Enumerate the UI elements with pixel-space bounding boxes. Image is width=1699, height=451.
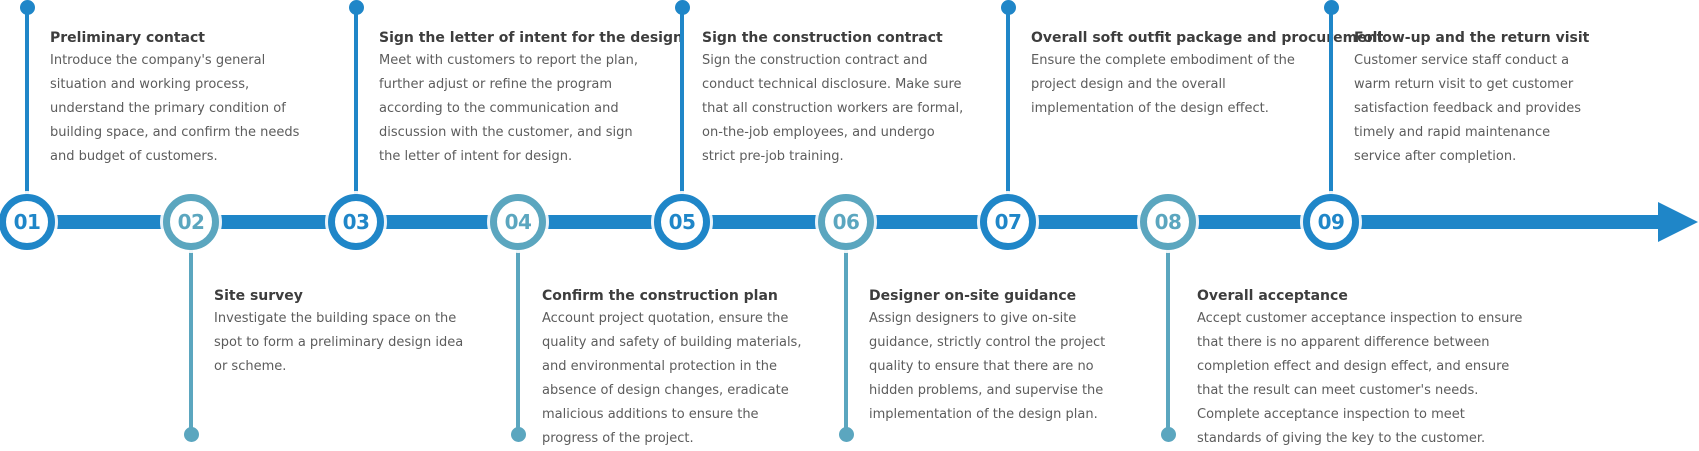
step-number: 04	[504, 210, 532, 234]
step-08-dot-icon	[1160, 427, 1176, 442]
step-01-dot-icon	[19, 0, 35, 15]
step-description: Customer service staff conduct a warm re…	[1354, 53, 1581, 164]
step-description: Accept customer acceptance inspection to…	[1197, 311, 1523, 446]
step-04-node: 04	[490, 194, 546, 250]
step-title: Site survey	[214, 288, 303, 304]
step-02-connector	[189, 244, 193, 434]
step-09-dot-icon	[1323, 0, 1339, 15]
step-09-connector	[1329, 8, 1333, 200]
step-08-connector	[1166, 244, 1170, 434]
step-07-card: Overall soft outfit package and procurem…	[1031, 27, 1384, 121]
step-08-node: 08	[1140, 194, 1196, 250]
step-07-connector	[1006, 8, 1010, 200]
step-description: Investigate the building space on the sp…	[214, 311, 464, 374]
step-description: Account project quotation, ensure the qu…	[542, 311, 802, 446]
step-03-connector	[354, 8, 358, 200]
step-number: 08	[1154, 210, 1182, 234]
step-02-dot-icon	[183, 427, 199, 442]
step-05-node: 05	[654, 194, 710, 250]
step-06-connector	[844, 244, 848, 434]
step-09-node: 09	[1303, 194, 1359, 250]
step-01-node: 01	[0, 194, 55, 250]
step-number: 02	[177, 210, 205, 234]
step-number: 07	[994, 210, 1022, 234]
step-04-dot-icon	[510, 427, 526, 442]
step-01-connector	[25, 8, 29, 200]
step-02-node: 02	[163, 194, 219, 250]
step-description: Assign designers to give on-site guidanc…	[869, 311, 1106, 422]
step-number: 09	[1317, 210, 1345, 234]
step-06-node: 06	[818, 194, 874, 250]
step-description: Ensure the complete embodiment of the pr…	[1031, 53, 1295, 116]
step-title: Follow-up and the return visit	[1354, 30, 1590, 46]
step-description: Sign the construction contract and condu…	[702, 53, 964, 164]
step-description: Meet with customers to report the plan, …	[379, 53, 638, 164]
step-title: Confirm the construction plan	[542, 288, 778, 304]
step-05-dot-icon	[674, 0, 690, 15]
step-04-connector	[516, 244, 520, 434]
step-number: 03	[342, 210, 370, 234]
step-07-node: 07	[980, 194, 1036, 250]
step-description: Introduce the company's general situatio…	[50, 53, 300, 164]
timeline-arrow-icon	[1658, 202, 1698, 242]
step-title: Designer on-site guidance	[869, 288, 1077, 304]
step-03-card: Sign the letter of intent for the design…	[379, 27, 683, 169]
step-title: Sign the construction contract	[702, 30, 943, 46]
step-03-dot-icon	[348, 0, 364, 15]
step-title: Overall acceptance	[1197, 288, 1348, 304]
step-title: Overall soft outfit package and procurem…	[1031, 30, 1384, 46]
step-title: Preliminary contact	[50, 30, 205, 46]
step-number: 05	[668, 210, 696, 234]
step-07-dot-icon	[1000, 0, 1016, 15]
step-03-node: 03	[328, 194, 384, 250]
step-number: 06	[832, 210, 860, 234]
step-05-connector	[680, 8, 684, 200]
step-06-dot-icon	[838, 427, 854, 442]
step-title: Sign the letter of intent for the design	[379, 30, 683, 46]
step-number: 01	[13, 210, 41, 234]
